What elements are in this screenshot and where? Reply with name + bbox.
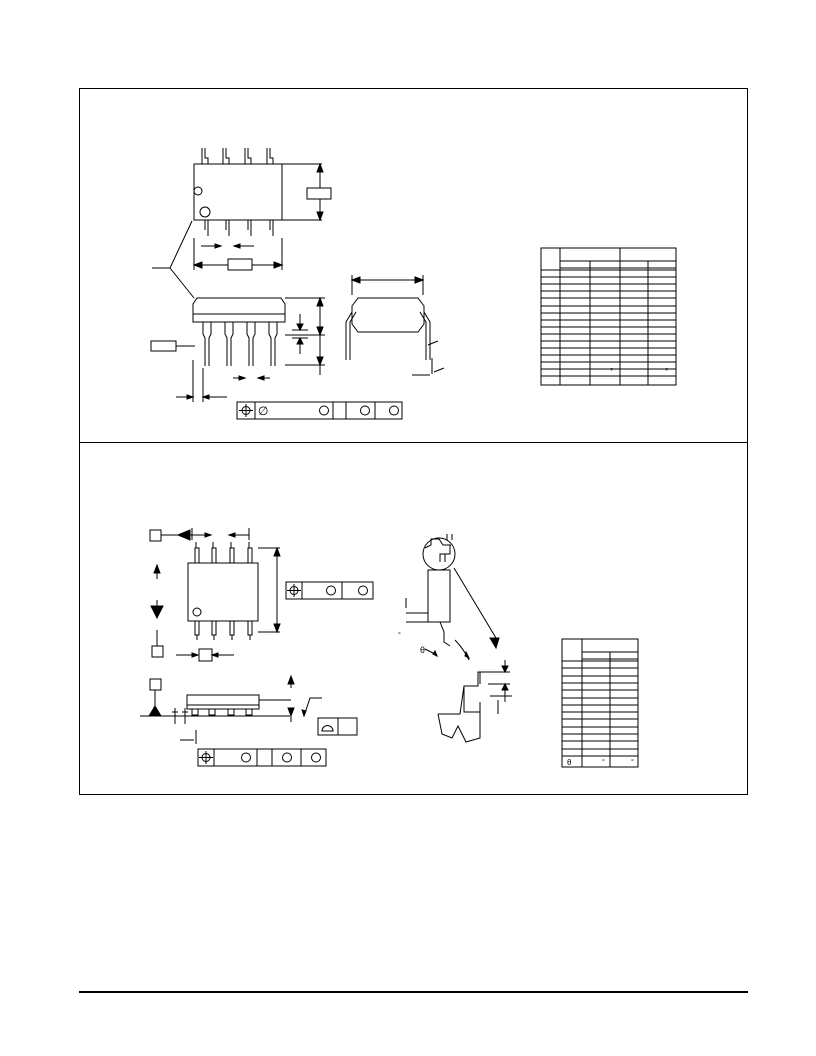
soic-side-view [140, 674, 358, 744]
gauge-detail-view [437, 660, 512, 743]
footer-rule [79, 991, 748, 993]
degree-mark-end: ° [398, 631, 401, 639]
bottom-table-theta: θ [567, 758, 572, 767]
dimension-table-top [540, 247, 677, 386]
top-table-angle-1: ° [610, 367, 613, 376]
pin1-marker [199, 206, 211, 218]
bottom-table-angle-2: ° [631, 758, 634, 766]
dip-top-view [152, 148, 332, 299]
feature-control-frame-middle [285, 581, 374, 600]
diameter-symbol: ∅ [258, 404, 268, 418]
bottom-table-angle-1: ° [602, 758, 605, 766]
bottom-package-panel [79, 442, 748, 795]
soic-top-view [149, 528, 281, 662]
dip-end-view [345, 275, 445, 376]
feature-control-frame-bottom [197, 748, 327, 767]
top-table-angle-2: ° [665, 367, 668, 376]
theta-label-end: θ [420, 645, 425, 655]
dip-side-view [150, 296, 325, 402]
feature-control-frame-top [236, 401, 403, 420]
soic-end-view: ° θ [398, 534, 500, 661]
dimension-table-bottom [561, 638, 639, 768]
